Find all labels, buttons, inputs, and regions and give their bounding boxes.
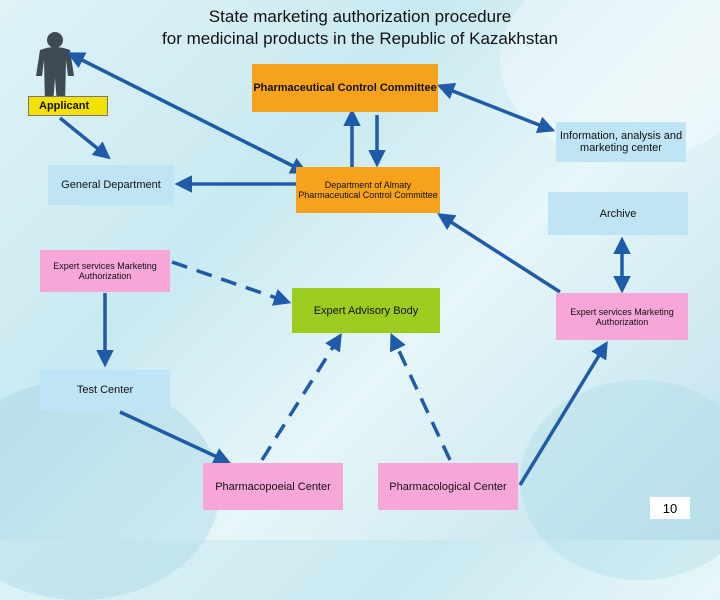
node-pharmaceutical-control-committee: Pharmaceutical Control Committee: [252, 64, 438, 112]
node-expert-services-left: Expert services Marketing Authorization: [40, 250, 170, 292]
arrow-test-pharmacop: [119, 410, 232, 465]
node-archive: Archive: [548, 192, 688, 235]
node-expert-services-right: Expert services Marketing Authorization: [556, 293, 688, 340]
node-pharmacological-center: Pharmacological Center: [378, 463, 518, 510]
diagram-title: State marketing authorization procedure …: [80, 6, 640, 50]
dashed-arrow-expert-advisory: [171, 260, 292, 306]
arrow-pharmacol-expert-right: [518, 341, 608, 486]
person-icon: [36, 32, 74, 104]
node-pharmacopoeial-center: Pharmacopoeial Center: [203, 463, 343, 510]
node-expert-advisory-body: Expert Advisory Body: [292, 288, 440, 333]
arrow-pcc-info: [436, 82, 556, 134]
node-test-center: Test Center: [40, 370, 170, 410]
node-applicant: Applicant: [28, 96, 108, 116]
arrow-applicant-general: [58, 116, 111, 160]
node-general-department: General Department: [48, 165, 174, 205]
title-line-1: State marketing authorization procedure: [208, 7, 512, 26]
node-almaty-department: Department of Almaty Pharmaceutical Cont…: [296, 167, 440, 213]
page-number: 10: [650, 497, 690, 519]
connector-layer: [58, 52, 631, 486]
arrow-expert-archive: [437, 213, 561, 294]
dashed-arrow-pharmacop-advisory: [260, 333, 342, 461]
dashed-arrow-pharmacol-advisory: [390, 332, 452, 461]
title-line-2: for medicinal products in the Republic o…: [162, 29, 558, 48]
arrow-applicant-almaty: [66, 52, 309, 174]
node-information-center: Information, analysis and marketing cent…: [556, 122, 686, 162]
